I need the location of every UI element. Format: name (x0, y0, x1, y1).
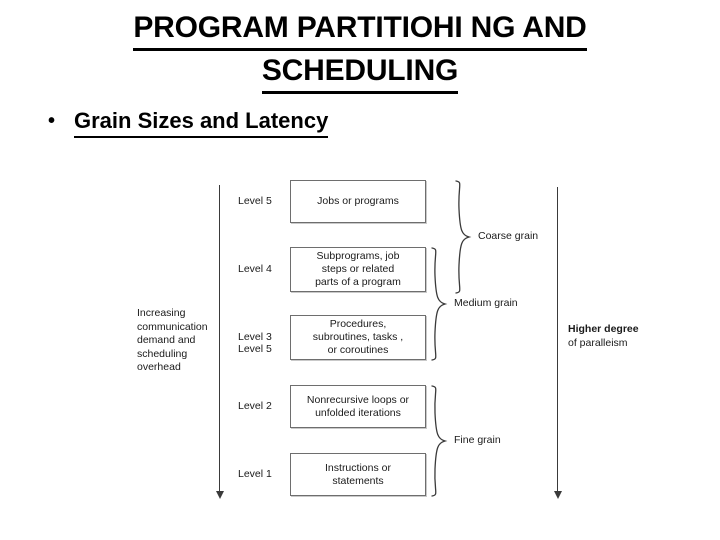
medium-grain-brace (428, 246, 450, 362)
level-label-row-1: Level 1 (238, 468, 272, 480)
level-label-row-2: Level 2 (238, 400, 272, 412)
level-box-2: Nonrecursive loops or unfolded iteration… (290, 385, 426, 428)
higher-parallelism-arrow (553, 187, 563, 500)
level-label-row-3: Level 3 (238, 331, 272, 343)
level-box-5: Jobs or programs (290, 180, 426, 223)
level-label-5: Level 5 (238, 343, 272, 355)
coarse-grain-brace (452, 179, 474, 295)
level-box-1: Instructions or statements (290, 453, 426, 496)
level-4-line-2: steps or related (321, 263, 395, 275)
bullet-marker-icon: • (48, 110, 56, 132)
level-3-line-3: or coroutines (327, 344, 389, 356)
coarse-grain-label: Coarse grain (478, 230, 539, 242)
level-3-line-1: Procedures, (329, 318, 387, 330)
bullet-item-label: Grain Sizes and Latency (74, 106, 329, 138)
grain-size-diagram: Increasing communication demand and sche… (0, 155, 720, 540)
level-label-row-5: Level 5 (238, 195, 272, 207)
level-4-line-3: parts of a program (315, 276, 401, 288)
level-1-line-2: statements (332, 474, 384, 487)
medium-grain-label: Medium grain (454, 297, 518, 309)
level-box-4: Subprograms, job steps or related parts … (290, 247, 426, 292)
level-4-line-1: Subprograms, job (316, 250, 400, 262)
level-2-line-2: unfolded iterations (315, 406, 401, 419)
right-axis-line-1: Higher degree (568, 323, 639, 335)
left-axis-line-1: Increasing (137, 307, 186, 319)
page-title-line-2: SCHEDULING (261, 51, 458, 94)
right-axis-line-2: of paralleism (568, 336, 628, 349)
fine-grain-brace (428, 384, 450, 498)
level-label-row-4: Level 4 (238, 263, 272, 275)
left-axis-line-5: overhead (137, 361, 181, 373)
left-axis-caption: Increasing communication demand and sche… (137, 307, 211, 375)
left-axis-line-2: communication (137, 320, 208, 333)
level-box-3: Procedures, subroutines, tasks , or coro… (290, 315, 426, 360)
page-title-line-1: PROGRAM PARTITIOHI NG AND (133, 8, 587, 51)
right-axis-caption: Higher degree of paralleism (568, 323, 676, 350)
bullet-item: • Grain Sizes and Latency (48, 106, 329, 138)
increasing-overhead-arrow (215, 185, 225, 500)
level-2-line-1: Nonrecursive loops or (306, 393, 410, 406)
level-5-line-1: Jobs or programs (317, 195, 399, 207)
level-1-line-1: Instructions or (325, 461, 391, 474)
left-axis-line-4: scheduling (137, 347, 188, 360)
page-title: PROGRAM PARTITIOHI NG AND SCHEDULING (40, 8, 680, 94)
left-axis-line-3: demand and (137, 334, 196, 346)
fine-grain-label: Fine grain (454, 434, 501, 446)
level-3-line-2: subroutines, tasks , (312, 331, 404, 343)
